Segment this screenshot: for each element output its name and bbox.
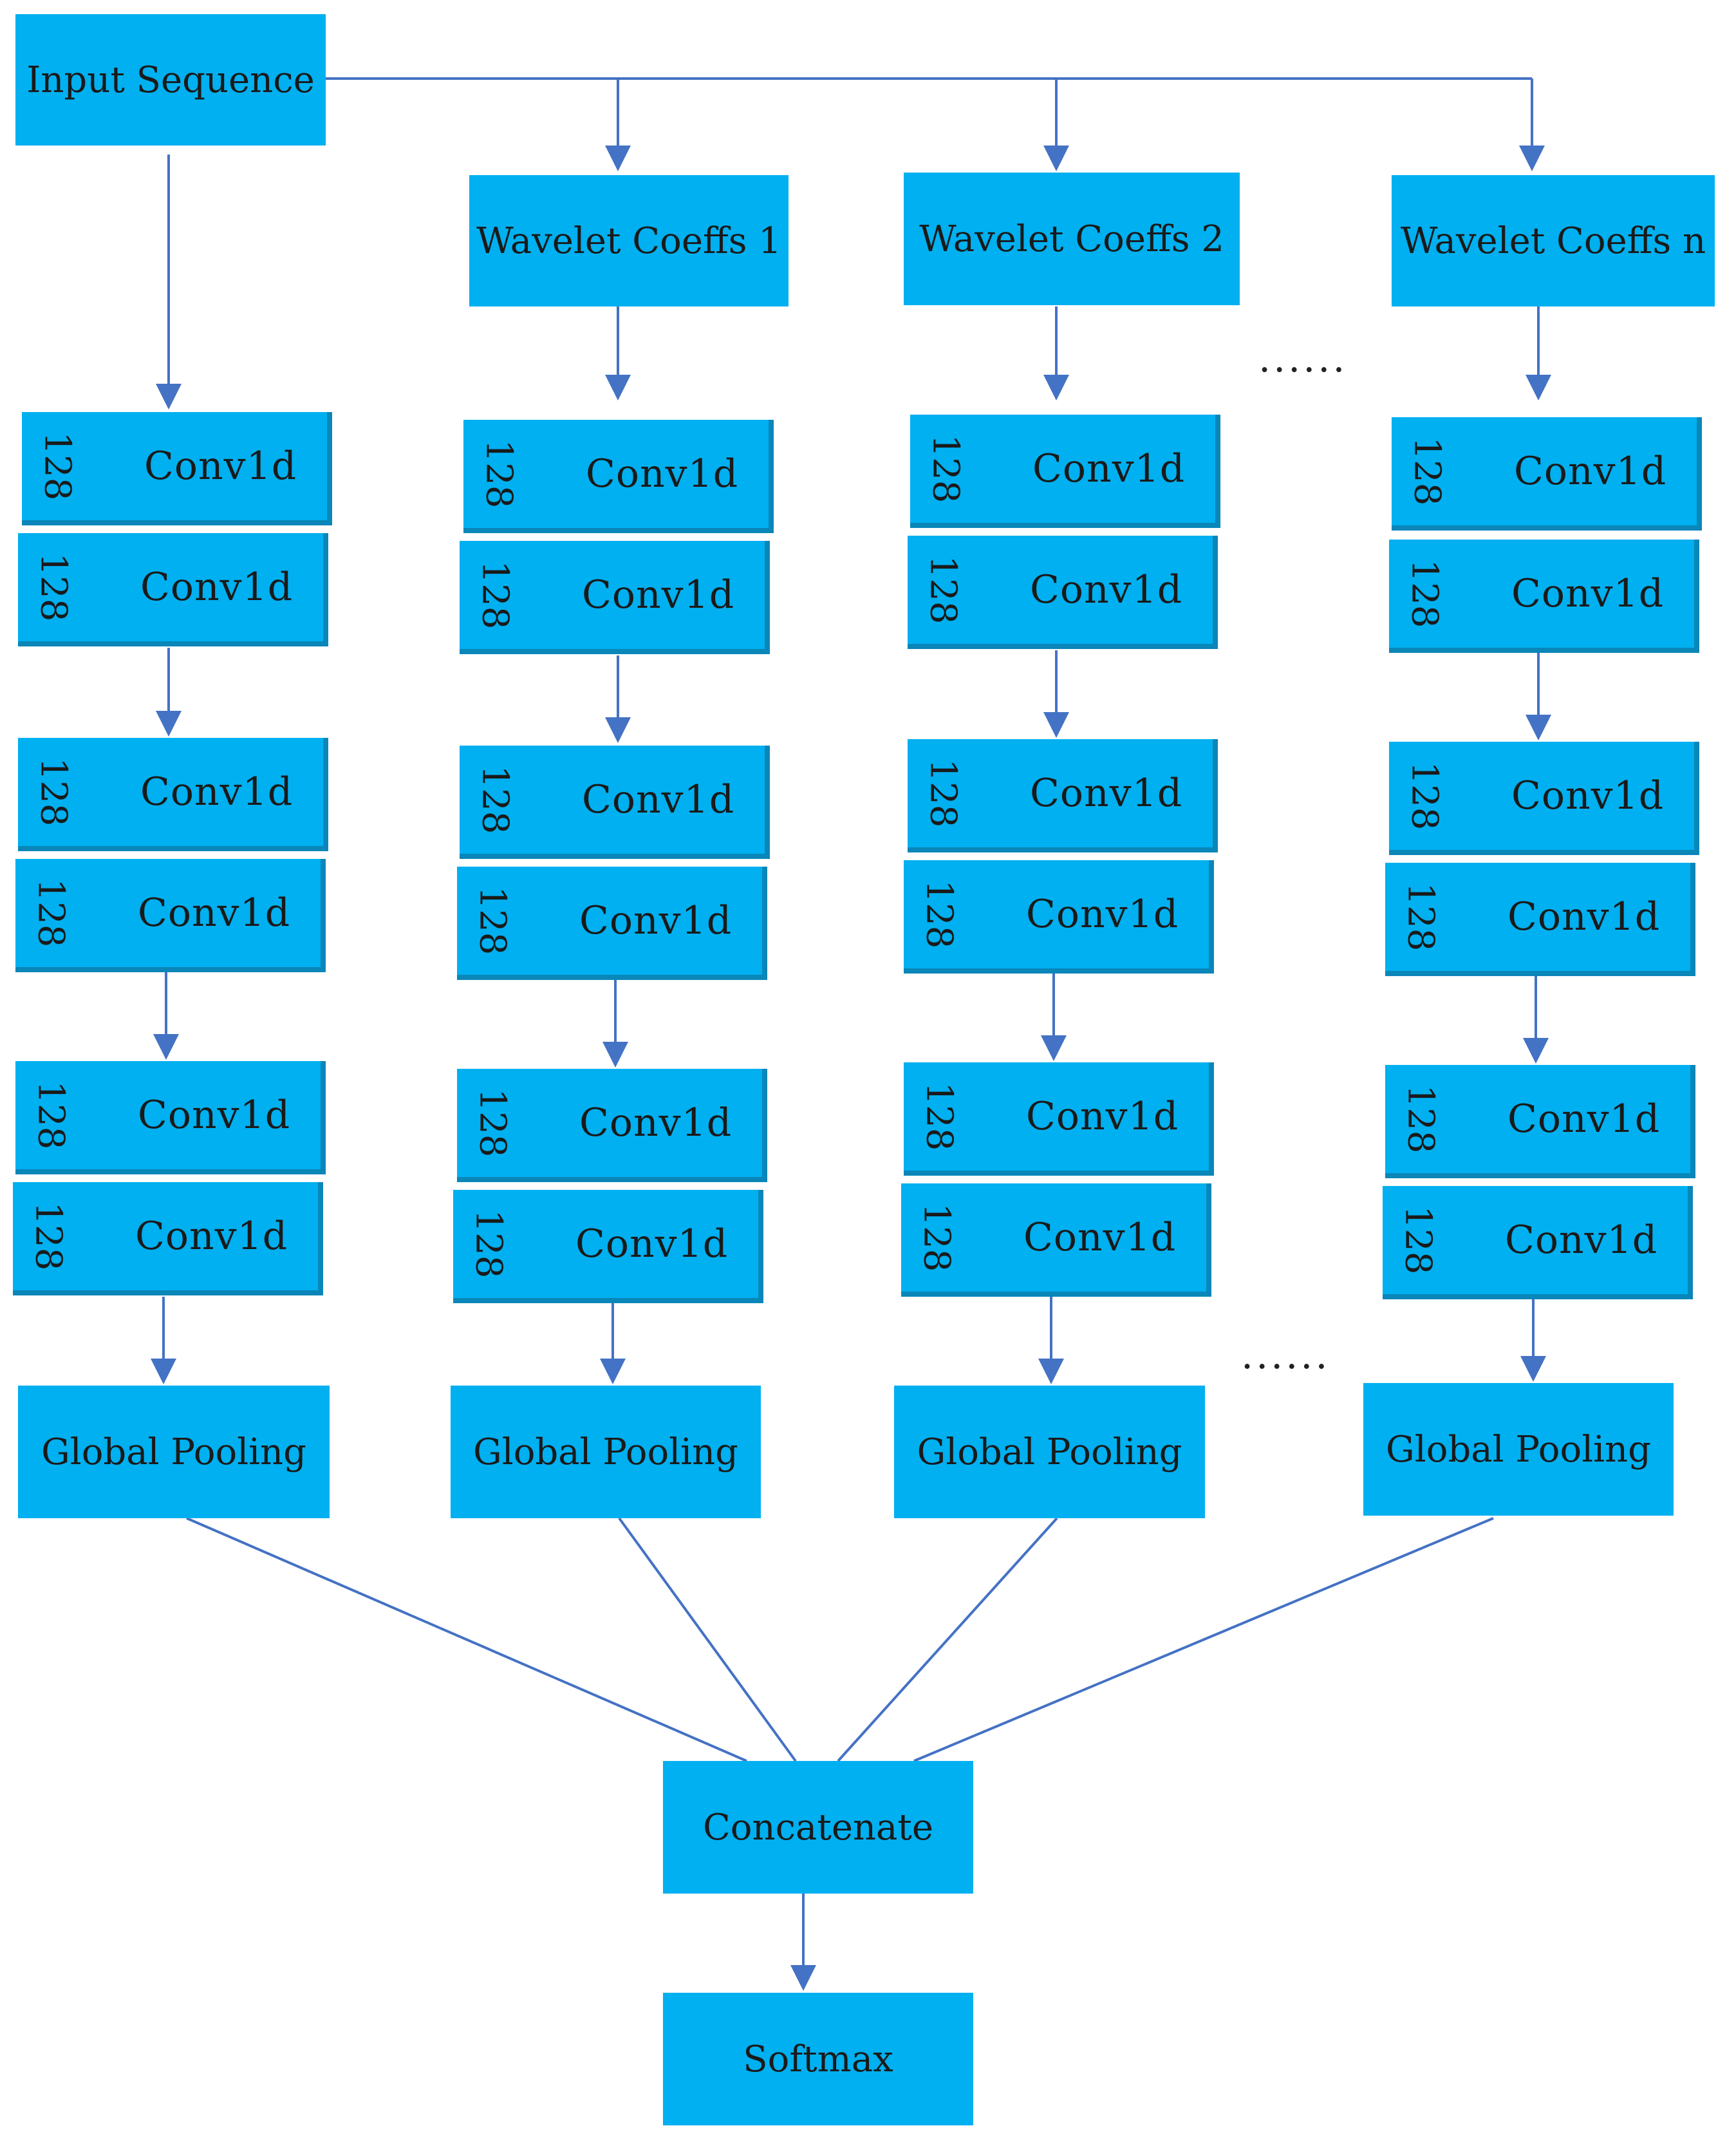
global-pooling-label-0: Global Pooling <box>41 1431 306 1473</box>
wavelet-coeffs-1-box: Wavelet Coeffs 1 <box>469 175 789 306</box>
wavelet-coeffs-n-box: Wavelet Coeffs n <box>1392 175 1715 306</box>
conv1d-name: Conv1d <box>582 777 735 822</box>
merge-line-0 <box>186 1517 747 1762</box>
conv1d-name: Conv1d <box>138 890 291 936</box>
wavelet-coeffs-2-box: Wavelet Coeffs 2 <box>904 173 1240 305</box>
conv1d-name: Conv1d <box>144 444 297 489</box>
global-pooling-box-2: Global Pooling <box>894 1386 1205 1518</box>
ellipsis-bottom: ...... <box>1241 1333 1330 1378</box>
ellipsis-top: ...... <box>1258 336 1348 381</box>
conv1d-name: Conv1d <box>140 769 294 814</box>
wavelet-coeffs-n-label: Wavelet Coeffs n <box>1400 220 1706 262</box>
global-pooling-box-1: Global Pooling <box>451 1386 761 1518</box>
conv1d-name: Conv1d <box>1030 771 1183 816</box>
conv1d-name: Conv1d <box>138 1093 291 1138</box>
global-pooling-box-0: Global Pooling <box>18 1386 330 1518</box>
conv1d-name: Conv1d <box>579 898 733 943</box>
input-sequence-box: Input Sequence <box>15 14 326 146</box>
concatenate-box: Concatenate <box>663 1761 973 1894</box>
conv1d-name: Conv1d <box>579 1100 733 1145</box>
wavelet-coeffs-2-label: Wavelet Coeffs 2 <box>919 218 1224 260</box>
conv1d-name: Conv1d <box>1032 446 1186 491</box>
merge-line-1 <box>618 1517 797 1762</box>
conv1d-name: Conv1d <box>1514 449 1667 494</box>
conv1d-name: Conv1d <box>575 1221 729 1266</box>
global-pooling-box-3: Global Pooling <box>1363 1383 1674 1516</box>
conv1d-name: Conv1d <box>1030 567 1183 612</box>
softmax-box: Softmax <box>663 1993 973 2125</box>
conv1d-name: Conv1d <box>1507 1096 1661 1142</box>
merge-line-3 <box>913 1517 1494 1762</box>
conv1d-name: Conv1d <box>1511 773 1665 818</box>
conv1d-name: Conv1d <box>582 572 735 617</box>
merge-line-2 <box>837 1517 1058 1762</box>
conv1d-name: Conv1d <box>1507 894 1661 939</box>
conv1d-name: Conv1d <box>1026 1094 1179 1139</box>
softmax-label: Softmax <box>743 2038 893 2080</box>
global-pooling-label-2: Global Pooling <box>917 1431 1182 1473</box>
concatenate-label: Concatenate <box>702 1806 934 1849</box>
wavelet-coeffs-1-label: Wavelet Coeffs 1 <box>476 220 781 262</box>
input-sequence-label: Input Sequence <box>26 59 315 101</box>
conv1d-name: Conv1d <box>1511 571 1665 616</box>
conv1d-name: Conv1d <box>586 451 739 496</box>
global-pooling-label-1: Global Pooling <box>473 1431 738 1473</box>
conv1d-name: Conv1d <box>140 565 294 610</box>
conv1d-name: Conv1d <box>1026 892 1179 937</box>
conv1d-name: Conv1d <box>1023 1215 1177 1260</box>
conv1d-name: Conv1d <box>1505 1218 1658 1263</box>
global-pooling-label-3: Global Pooling <box>1386 1428 1651 1471</box>
conv1d-name: Conv1d <box>135 1214 288 1259</box>
